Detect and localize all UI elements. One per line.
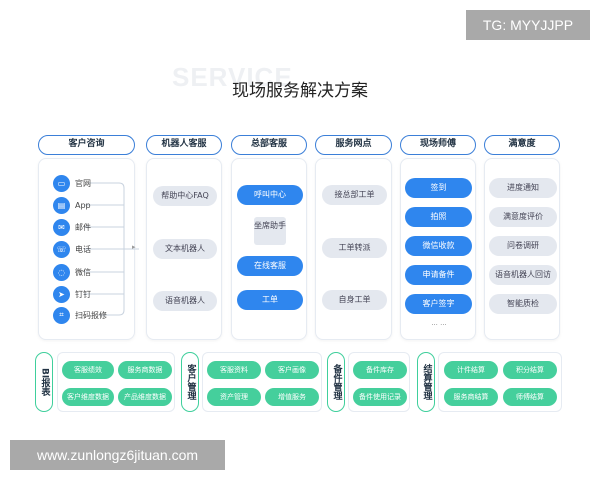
item-voice-robot[interactable]: 语音机器人 bbox=[153, 291, 217, 311]
channel-phone[interactable]: ☏电话 bbox=[53, 240, 91, 258]
dingtalk-icon: ➤ bbox=[53, 285, 70, 303]
item-asset-mgmt[interactable]: 资产管理 bbox=[207, 388, 261, 406]
item-value-added[interactable]: 增值服务 bbox=[265, 388, 319, 406]
item-points-settlement[interactable]: 积分结算 bbox=[503, 361, 557, 379]
header-robot-service: 机器人客服 bbox=[146, 135, 222, 155]
item-agent-assistant[interactable]: 坐席助手 bbox=[254, 217, 286, 245]
tg-watermark: TG: MYYJJPP bbox=[466, 10, 590, 40]
label-parts-mgmt: 备件管理 bbox=[327, 352, 345, 412]
item-smart-qc[interactable]: 智能质检 bbox=[489, 294, 557, 314]
monitor-icon: ▭ bbox=[53, 174, 70, 192]
arrow-icon: ▸ bbox=[132, 243, 136, 251]
item-satisfaction-rating[interactable]: 满意度评价 bbox=[489, 207, 557, 227]
item-more: ... ... bbox=[431, 319, 447, 327]
channel-scan-repair[interactable]: ⌗扫码报修 bbox=[53, 306, 107, 324]
item-order-transfer[interactable]: 工单转派 bbox=[322, 238, 387, 258]
item-voice-callback[interactable]: 语音机器人回访 bbox=[489, 265, 557, 285]
channel-app[interactable]: ▤App bbox=[53, 196, 91, 214]
header-satisfaction: 满意度 bbox=[484, 135, 560, 155]
item-tech-settlement[interactable]: 师傅结算 bbox=[503, 388, 557, 406]
item-product-data[interactable]: 产品维度数据 bbox=[118, 388, 172, 406]
item-parts-inventory[interactable]: 备件库存 bbox=[353, 361, 407, 379]
panel-robot-service: 帮助中心FAQ 文本机器人 语音机器人 bbox=[146, 158, 222, 340]
group-bi-report: 客服绩效 服务商数据 客户维度数据 产品维度数据 bbox=[57, 352, 175, 412]
item-help-faq[interactable]: 帮助中心FAQ bbox=[153, 186, 217, 206]
item-customer-profile[interactable]: 客户画像 bbox=[265, 361, 319, 379]
item-survey[interactable]: 问卷调研 bbox=[489, 236, 557, 256]
item-piece-settlement[interactable]: 计件结算 bbox=[444, 361, 498, 379]
item-parts-usage[interactable]: 备件使用记录 bbox=[353, 388, 407, 406]
channel-email[interactable]: ✉邮件 bbox=[53, 218, 91, 236]
panel-field-tech: 签到 拍照 微信收款 申请备件 客户签字 ... ... bbox=[400, 158, 476, 340]
item-request-parts[interactable]: 申请备件 bbox=[405, 265, 472, 285]
label-customer-mgmt: 客户管理 bbox=[181, 352, 199, 412]
item-online-service[interactable]: 在线客服 bbox=[237, 256, 303, 276]
item-check-in[interactable]: 签到 bbox=[405, 178, 472, 198]
mail-icon: ✉ bbox=[53, 218, 70, 236]
label-settlement-mgmt: 结算管理 bbox=[417, 352, 435, 412]
panel-hq-service: 呼叫中心 坐席助手 在线客服 工单 bbox=[231, 158, 307, 340]
channel-wechat[interactable]: ◌微信 bbox=[53, 263, 91, 281]
scan-icon: ⌗ bbox=[53, 306, 70, 324]
item-provider-settlement[interactable]: 服务商结算 bbox=[444, 388, 498, 406]
panel-customer-consult: ▭官网 ▤App ✉邮件 ☏电话 ◌微信 ➤钉钉 ⌗扫码报修 bbox=[38, 158, 139, 340]
background-word: SERVICE bbox=[172, 62, 293, 92]
group-settlement-mgmt: 计件结算 积分结算 服务商结算 师傅结算 bbox=[438, 352, 562, 412]
item-receive-hq-order[interactable]: 接总部工单 bbox=[322, 185, 387, 205]
group-parts-mgmt: 备件库存 备件使用记录 bbox=[348, 352, 410, 412]
panel-satisfaction: 进度通知 满意度评价 问卷调研 语音机器人回访 智能质检 bbox=[484, 158, 560, 340]
phone-icon: ☏ bbox=[53, 240, 70, 258]
item-agent-performance[interactable]: 客服绩效 bbox=[62, 361, 114, 379]
panel-service-outlet: 接总部工单 工单转派 自身工单 bbox=[315, 158, 392, 340]
item-wechat-payment[interactable]: 微信收款 bbox=[405, 236, 472, 256]
connector-lines bbox=[84, 182, 139, 316]
header-field-tech: 现场师傅 bbox=[400, 135, 476, 155]
item-call-center[interactable]: 呼叫中心 bbox=[237, 185, 303, 205]
header-hq-service: 总部客服 bbox=[231, 135, 307, 155]
url-watermark: www.zunlongz6jituan.com bbox=[10, 440, 225, 470]
item-customer-data[interactable]: 客户维度数据 bbox=[62, 388, 114, 406]
item-progress-notice[interactable]: 进度通知 bbox=[489, 178, 557, 198]
item-work-order[interactable]: 工单 bbox=[237, 290, 303, 310]
item-agent-info[interactable]: 客服资料 bbox=[207, 361, 261, 379]
group-customer-mgmt: 客服资料 客户画像 资产管理 增值服务 bbox=[202, 352, 322, 412]
wechat-icon: ◌ bbox=[53, 263, 70, 281]
item-customer-sign[interactable]: 客户签字 bbox=[405, 294, 472, 314]
page-title: 现场服务解决方案 bbox=[232, 81, 368, 101]
label-bi-report: BI报表 bbox=[35, 352, 53, 412]
item-provider-data[interactable]: 服务商数据 bbox=[118, 361, 172, 379]
item-own-order[interactable]: 自身工单 bbox=[322, 290, 387, 310]
channel-dingtalk[interactable]: ➤钉钉 bbox=[53, 285, 91, 303]
item-photo[interactable]: 拍照 bbox=[405, 207, 472, 227]
item-text-robot[interactable]: 文本机器人 bbox=[153, 239, 217, 259]
header-service-outlet: 服务网点 bbox=[315, 135, 392, 155]
header-customer-consult: 客户咨询 bbox=[38, 135, 135, 155]
channel-website[interactable]: ▭官网 bbox=[53, 174, 91, 192]
printer-icon: ▤ bbox=[53, 196, 70, 214]
